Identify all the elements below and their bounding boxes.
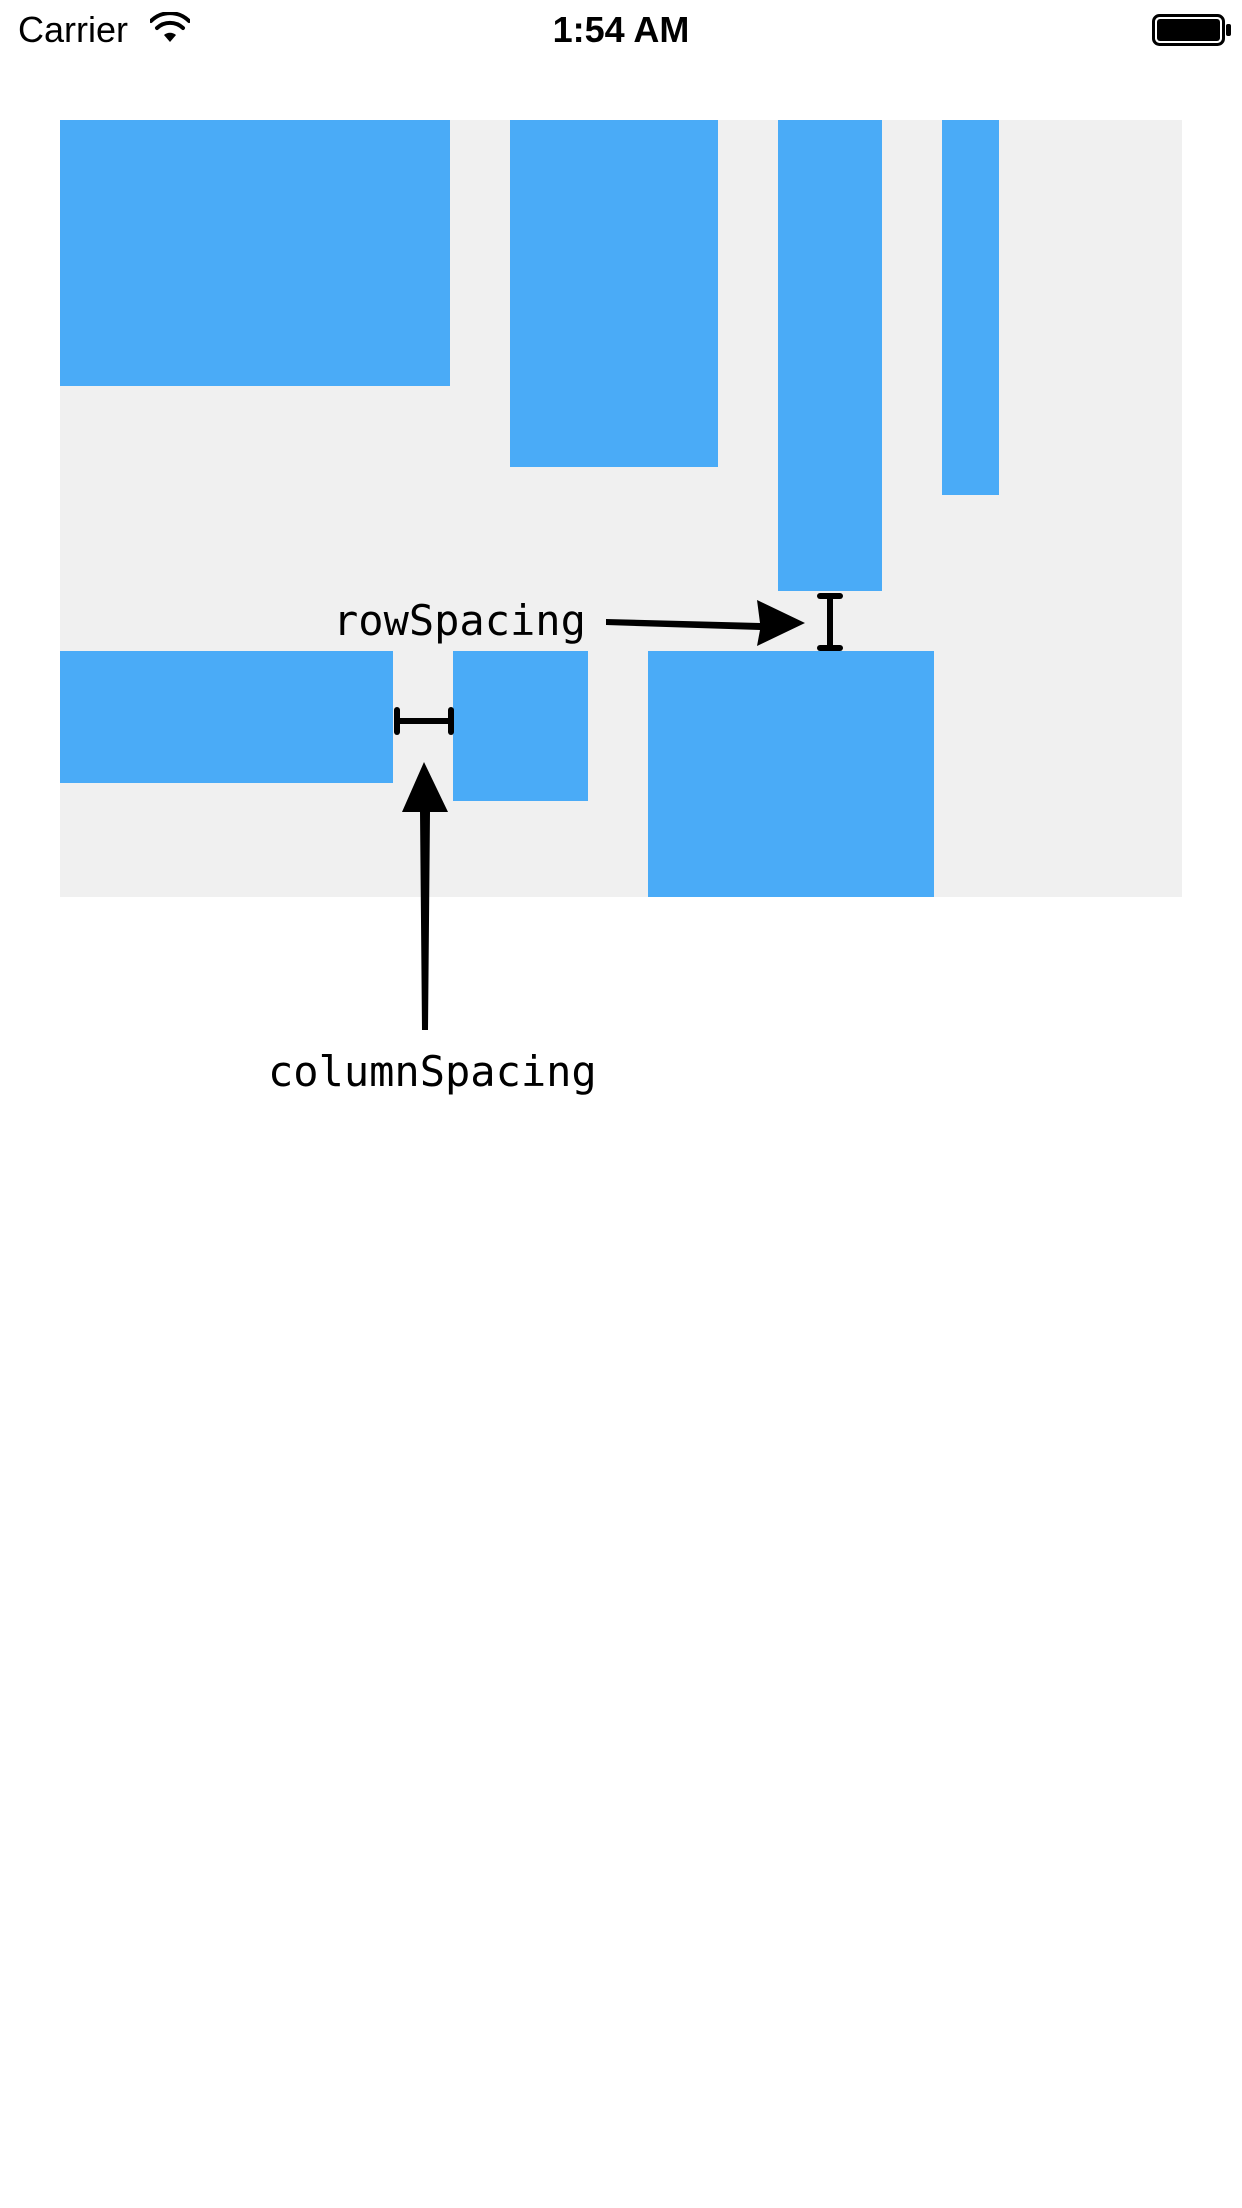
grid-cell bbox=[648, 651, 934, 897]
status-bar: Carrier 1:54 AM bbox=[0, 0, 1242, 60]
grid-cell bbox=[60, 651, 393, 783]
grid-cell bbox=[942, 120, 999, 495]
row-spacing-label: rowSpacing bbox=[333, 596, 586, 645]
grid-container bbox=[60, 120, 1182, 897]
grid-cell bbox=[778, 120, 882, 591]
column-spacing-label: columnSpacing bbox=[268, 1047, 597, 1096]
grid-cell bbox=[60, 120, 450, 386]
grid-cell bbox=[510, 120, 718, 467]
carrier-label: Carrier bbox=[18, 9, 129, 50]
clock: 1:54 AM bbox=[552, 9, 690, 50]
grid-cell bbox=[453, 651, 588, 801]
battery-full-icon bbox=[1152, 14, 1231, 46]
wifi-icon bbox=[150, 12, 190, 42]
